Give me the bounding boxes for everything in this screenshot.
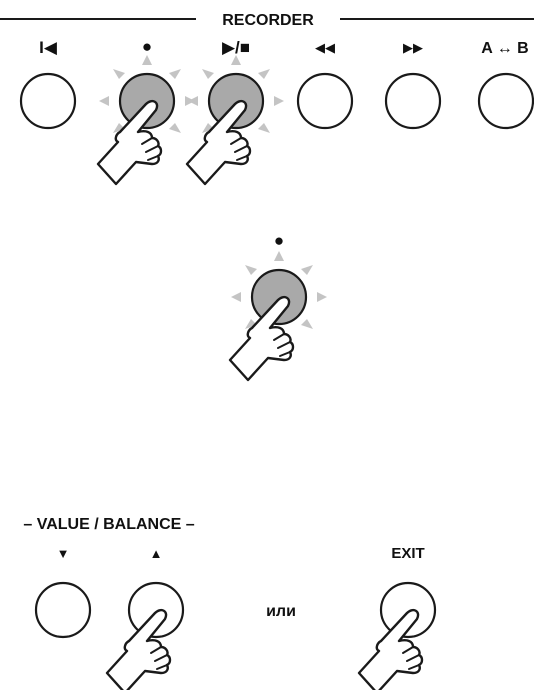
skip-to-start-icon: I◀	[39, 38, 58, 57]
down-arrow-icon: ▼	[57, 546, 70, 561]
ab-loop-icon: A ↔ B	[481, 40, 528, 57]
rec-step-button[interactable]	[250, 268, 308, 326]
fast-forward-button[interactable]	[384, 72, 442, 130]
reset-button[interactable]	[19, 72, 77, 130]
record-icon: ●	[274, 231, 284, 250]
up-arrow-icon: ▲	[150, 546, 163, 561]
play-stop-button[interactable]	[207, 72, 265, 130]
fast-forward-icon: ▶▶	[403, 40, 423, 55]
play-stop-icon: ▶/■	[222, 38, 250, 57]
value-up-button[interactable]	[127, 581, 185, 639]
value-balance-section-label: – VALUE / BALANCE –	[23, 516, 194, 533]
ab-loop-button[interactable]	[477, 72, 534, 130]
recorder-section-label: RECORDER	[222, 12, 314, 29]
record-icon: ●	[142, 37, 152, 56]
value-down-button[interactable]	[34, 581, 92, 639]
rewind-button[interactable]	[296, 72, 354, 130]
or-label: или	[266, 603, 296, 620]
exit-label: EXIT	[391, 545, 424, 562]
exit-button[interactable]	[379, 581, 437, 639]
rec-button[interactable]	[118, 72, 176, 130]
rewind-icon: ◀◀	[315, 40, 335, 55]
